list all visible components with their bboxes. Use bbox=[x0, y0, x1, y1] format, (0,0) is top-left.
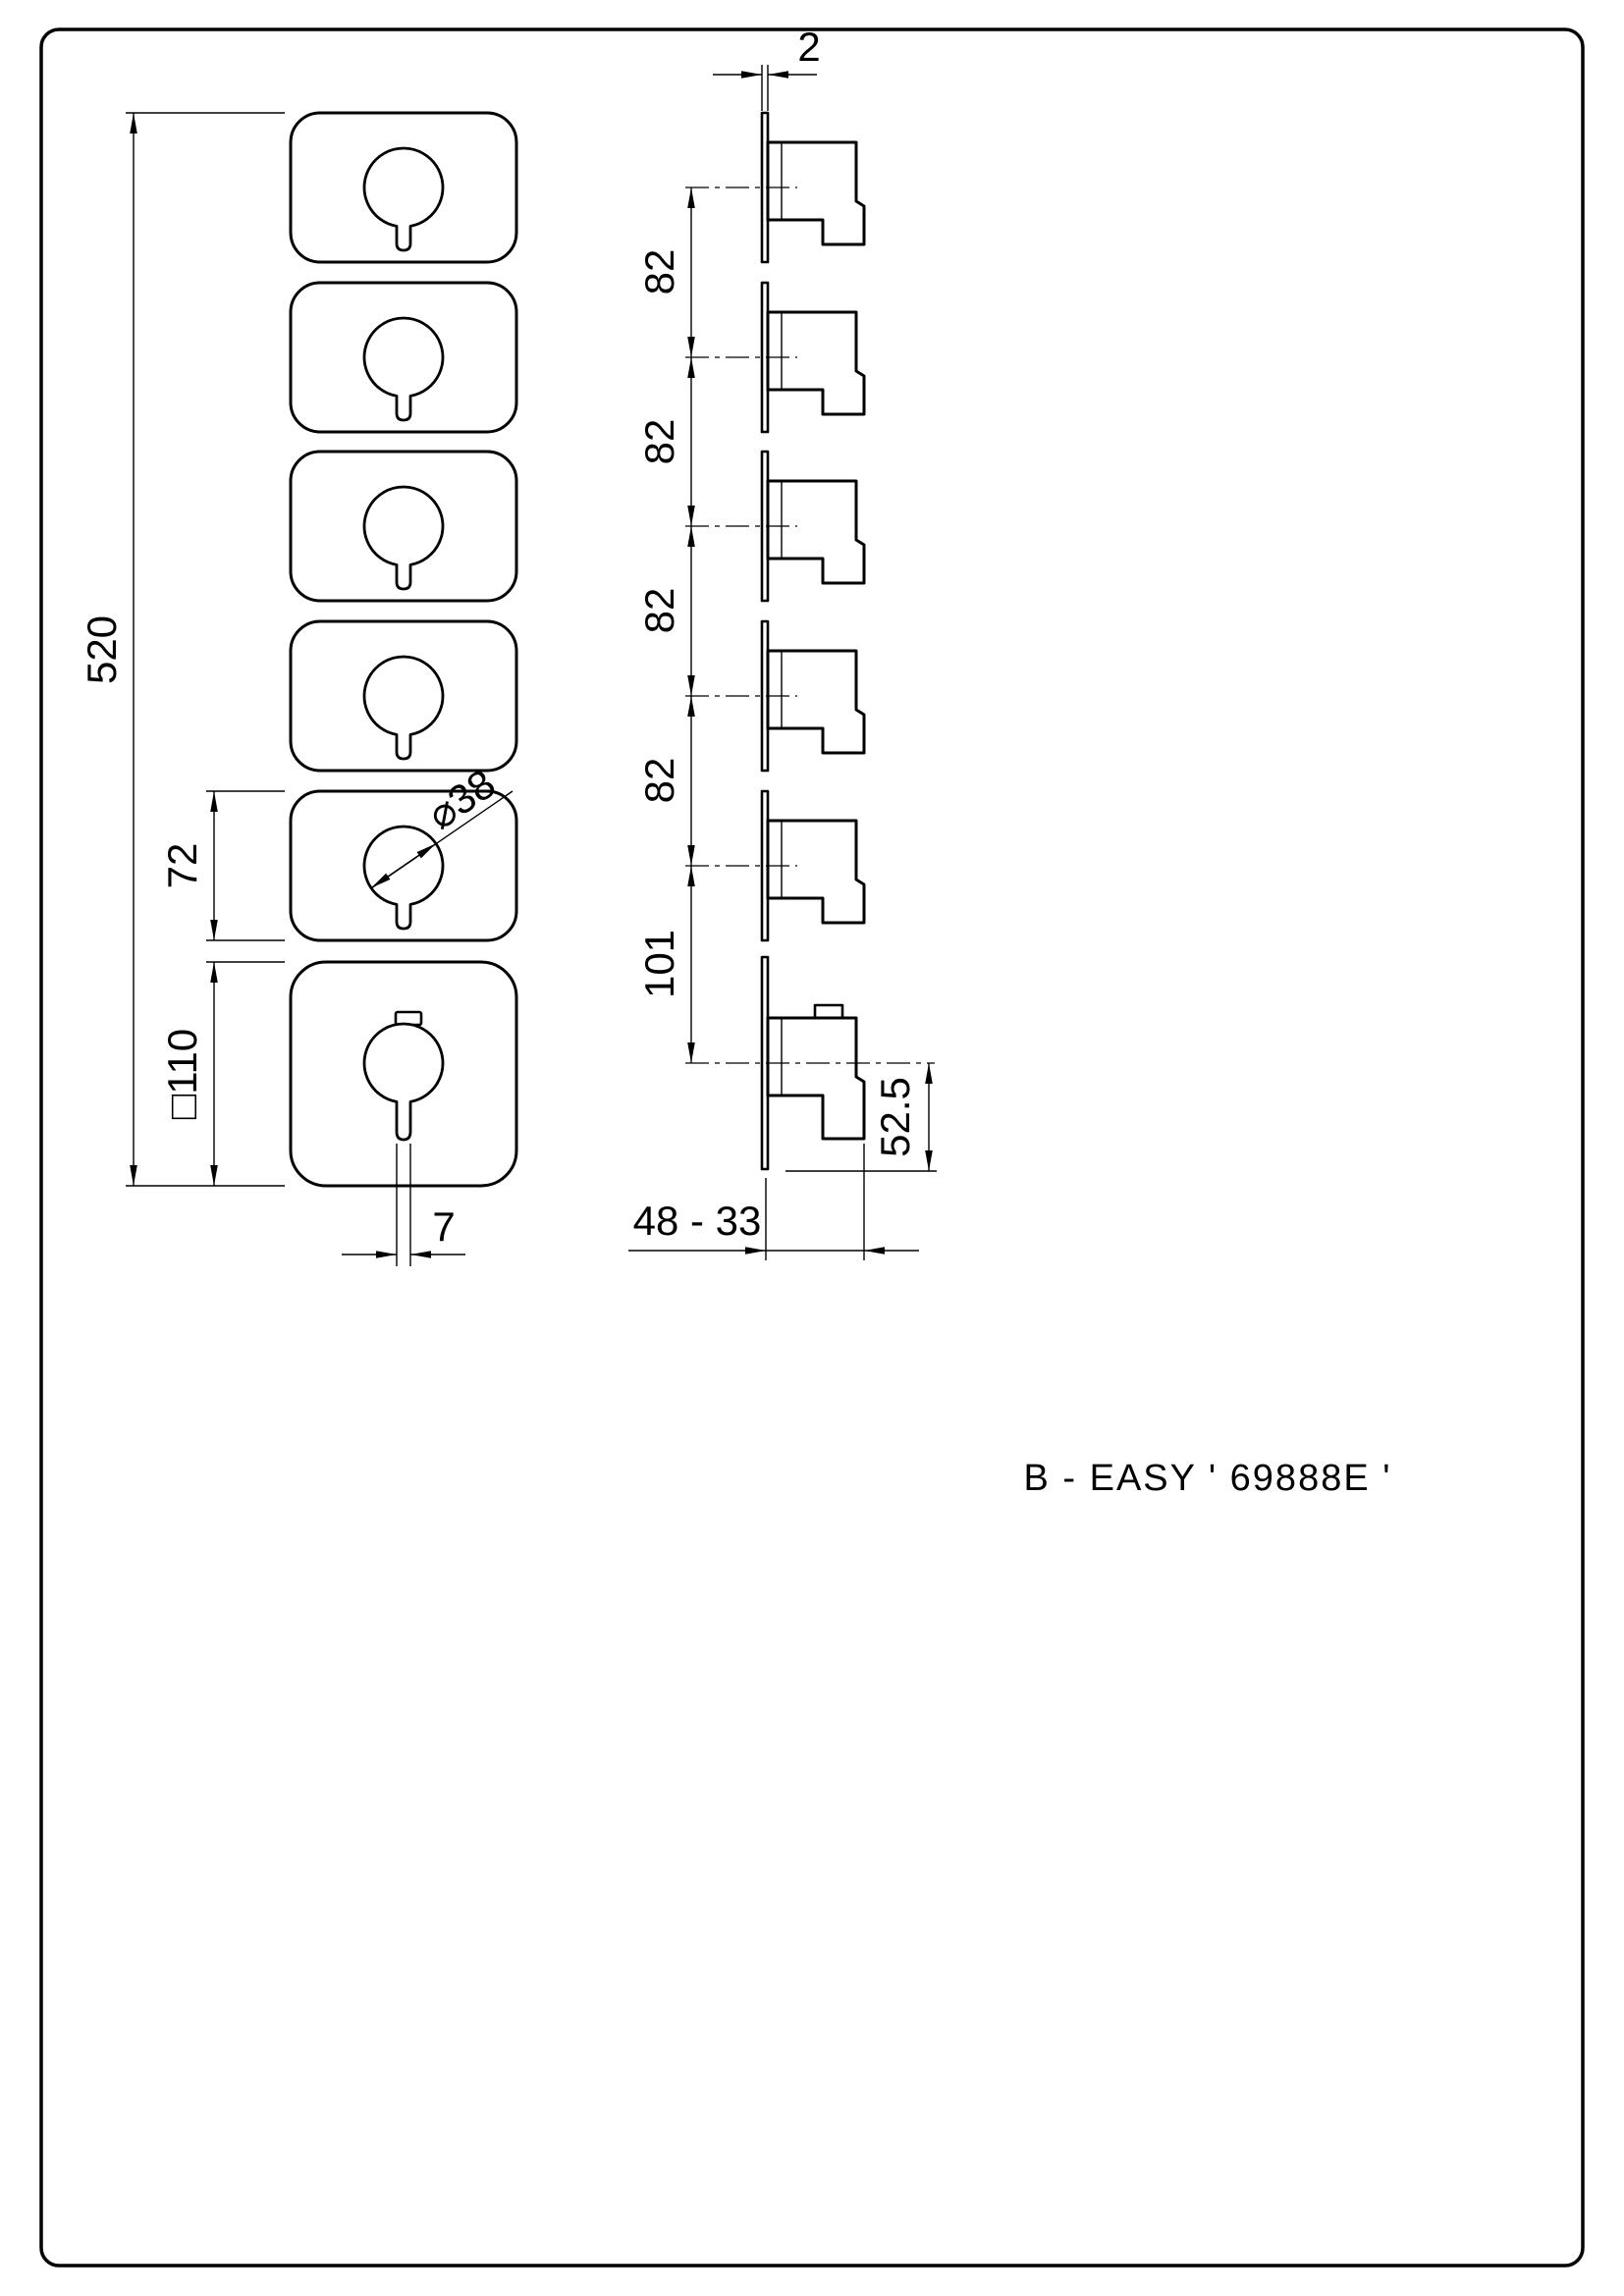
dim-label-82-3: 82 bbox=[636, 588, 682, 634]
dim-label-110: □110 bbox=[159, 1029, 205, 1119]
dim-plate-square: □110 bbox=[159, 961, 285, 1186]
side-profile-6 bbox=[760, 955, 866, 1171]
side-view bbox=[685, 111, 935, 1171]
dim-label-82-2: 82 bbox=[636, 419, 682, 465]
dim-label-7: 7 bbox=[432, 1203, 455, 1250]
dim-spacing-chain: 82 82 82 82 101 bbox=[636, 187, 695, 1063]
front-view bbox=[289, 111, 518, 1188]
arrow-line bbox=[370, 865, 405, 889]
side-body bbox=[766, 1016, 866, 1141]
dim-stem-width: 7 bbox=[342, 1144, 465, 1266]
dim-overall-height: 520 bbox=[79, 112, 285, 1187]
dim-plate-thickness: 2 bbox=[713, 24, 821, 111]
dim-label-72: 72 bbox=[159, 843, 205, 889]
dim-label-82-4: 82 bbox=[636, 758, 682, 804]
front-knob-6 bbox=[362, 1022, 445, 1142]
dim-depth-range: 48 - 33 bbox=[628, 1144, 919, 1260]
dim-label-101: 101 bbox=[636, 930, 682, 998]
dim-label-2: 2 bbox=[797, 24, 820, 70]
title-block-text: B - EASY ' 69888E ' bbox=[1023, 1458, 1391, 1499]
dim-handle-drop: 52.5 bbox=[785, 1063, 937, 1172]
dim-label-82-1: 82 bbox=[636, 249, 682, 295]
dim-label-52-5: 52.5 bbox=[872, 1077, 918, 1157]
arrow-line bbox=[403, 842, 437, 867]
dim-label-48-33: 48 - 33 bbox=[633, 1198, 762, 1244]
dim-label-520: 520 bbox=[79, 615, 125, 684]
side-diverter-tab bbox=[813, 1003, 844, 1020]
dim-plate-height: 72 bbox=[159, 790, 285, 941]
